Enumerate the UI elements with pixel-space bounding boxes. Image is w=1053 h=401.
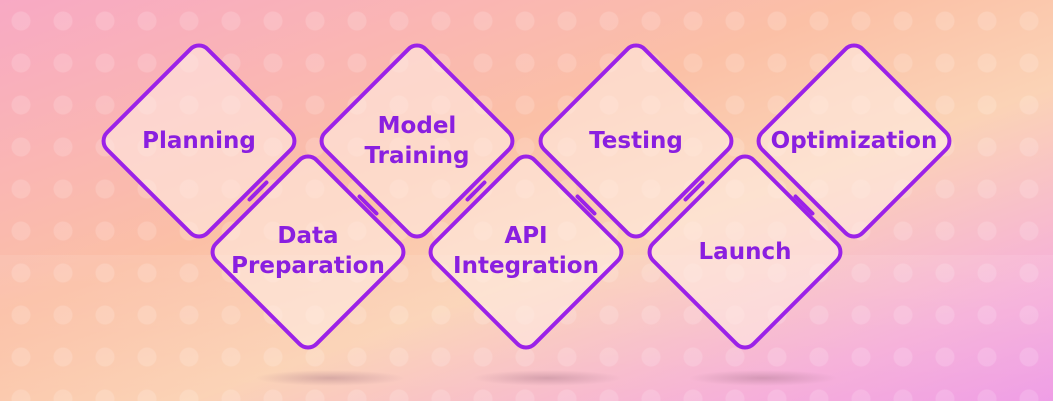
step-label-line: Model	[377, 113, 457, 139]
step-label-data-preparation: Data Preparation	[223, 221, 393, 281]
card-shadow	[472, 370, 622, 386]
card-shadow	[688, 370, 838, 386]
step-label-line: Optimization	[770, 128, 938, 154]
step-label-optimization: Optimization	[769, 126, 939, 156]
step-label-line: Preparation	[231, 253, 385, 279]
step-label-planning: Planning	[114, 126, 284, 156]
step-label-line: Training	[364, 143, 470, 169]
step-label-model-training: Model Training	[332, 111, 502, 171]
step-label-line: Testing	[589, 128, 683, 154]
step-label-line: Planning	[142, 128, 256, 154]
card-shadow	[255, 370, 405, 386]
step-label-line: API	[504, 223, 548, 249]
step-label-launch: Launch	[660, 237, 830, 267]
step-label-api-integration: API Integration	[441, 221, 611, 281]
step-label-line: Integration	[453, 253, 599, 279]
step-label-testing: Testing	[551, 126, 721, 156]
step-label-line: Data	[277, 223, 339, 249]
step-label-line: Launch	[698, 239, 792, 265]
